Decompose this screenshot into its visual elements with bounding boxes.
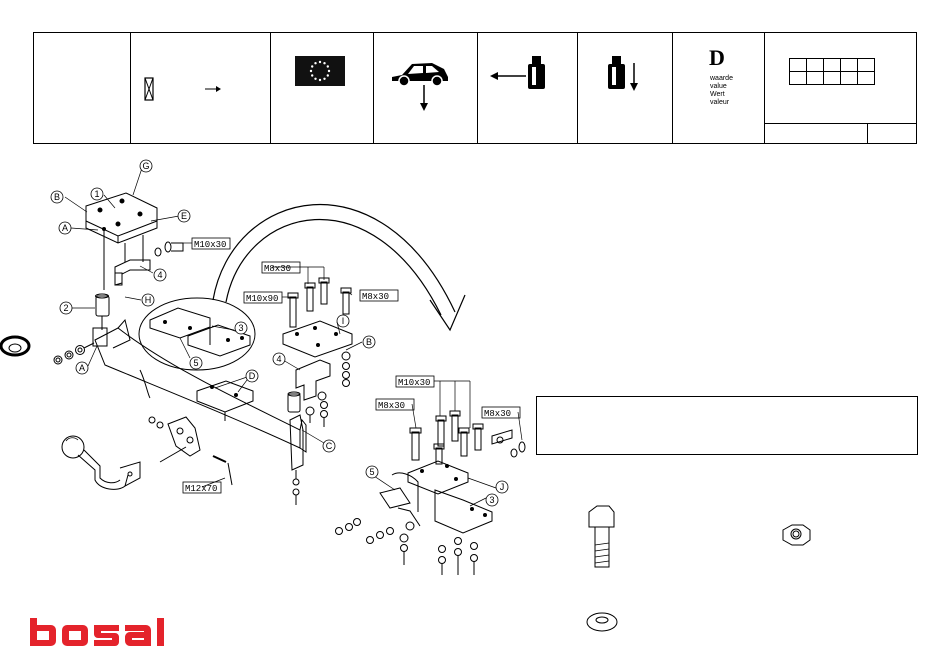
callout-i: I <box>342 316 345 326</box>
callout-d: D <box>249 371 256 381</box>
bolt-label-m8x30: M8x30 <box>264 264 291 274</box>
callout-e: E <box>181 211 187 221</box>
spacer-2 <box>96 294 110 330</box>
callout-b: B <box>366 337 372 347</box>
callout-a: A <box>79 363 85 373</box>
callout-3: 3 <box>238 323 243 333</box>
callout-4: 4 <box>157 270 162 280</box>
callout-h: H <box>145 295 152 305</box>
bracket-4-middle <box>296 352 350 427</box>
legend-nut-icon <box>783 525 810 545</box>
leader-lines <box>65 168 522 506</box>
legend-washer-icon <box>587 613 617 631</box>
callout-5: 5 <box>369 467 374 477</box>
callout-2: 2 <box>63 303 68 313</box>
bolt-label-m10x90: M10x90 <box>246 294 278 304</box>
bosal-logo <box>30 618 182 646</box>
bolt-label-m10x30: M10x30 <box>398 378 430 388</box>
legend-bolt-icon <box>589 506 614 567</box>
bolt-label-m8x30: M8x30 <box>378 401 405 411</box>
mounting-plate-j <box>380 411 525 533</box>
callout-j: J <box>500 482 505 492</box>
center-plate-d <box>197 381 253 421</box>
bolt-label-m8x30: M8x30 <box>484 409 511 419</box>
ball-neck-bracket <box>149 417 232 485</box>
callout-4: 4 <box>276 354 281 364</box>
callout-g: G <box>142 161 149 171</box>
tow-ball <box>62 436 140 489</box>
nut-washer-stack-right <box>336 519 478 576</box>
notes-box <box>536 396 918 455</box>
callout-c: C <box>326 441 333 451</box>
bolt-label-m10x30: M10x30 <box>194 240 226 250</box>
nut-washer-stack-left <box>54 343 94 364</box>
callout-b: B <box>54 192 60 202</box>
bolt-label-m12x70: M12x70 <box>185 484 217 494</box>
callout-3: 3 <box>489 495 494 505</box>
callout-5: 5 <box>193 358 198 368</box>
callout-1: 1 <box>94 189 99 199</box>
bolt-label-m8x30: M8x30 <box>362 292 389 302</box>
ring-clip <box>1 337 29 355</box>
cross-tube <box>93 320 306 452</box>
transfer-arrow <box>213 205 465 330</box>
callout-a: A <box>62 223 68 233</box>
